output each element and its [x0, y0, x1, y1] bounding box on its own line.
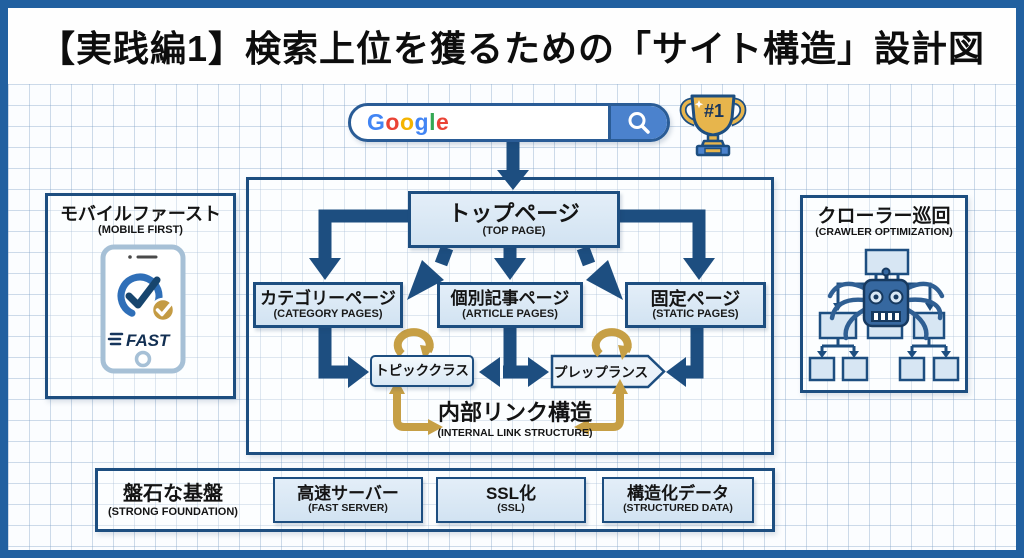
google-letter: o [399, 109, 415, 135]
speed-lines-icon [107, 332, 124, 346]
crawler-subtitle: (CRAWLER OPTIMIZATION) [815, 226, 953, 238]
article-subtitle: (ARTICLE PAGES) [462, 307, 558, 320]
top-page-title: トップページ [448, 200, 580, 226]
fast-screen-label: FAST [126, 331, 171, 350]
static-title: 固定ページ [650, 288, 741, 309]
crawler-tree-illustration [808, 248, 960, 382]
top-page-subtitle: (TOP PAGE) [482, 225, 546, 237]
fast-server-subtitle: (FAST SERVER) [308, 502, 388, 515]
foundation-item-structured-data: 構造化データ (STRUCTURED DATA) [602, 477, 754, 523]
top-page-box: トップページ (TOP PAGE) [408, 191, 620, 248]
google-letter: o [385, 109, 400, 135]
search-icon [628, 111, 650, 134]
category-pages-box: カテゴリーページ (CATEGORY PAGES) [253, 282, 403, 328]
structured-data-title: 構造化データ [627, 484, 729, 504]
mobile-first-title: モバイルファースト [59, 204, 222, 224]
smartphone-icon: FAST [100, 244, 186, 374]
check-badge-icon [150, 297, 176, 323]
prep-balance-label: プレップランス [553, 365, 649, 380]
ssl-subtitle: (SSL) [497, 502, 525, 515]
category-title: カテゴリーページ [260, 289, 396, 309]
home-button-icon [134, 350, 152, 368]
google-logo: Google [351, 109, 449, 136]
topic-cluster-label: トピッククラス [375, 362, 469, 378]
foundation-subtitle: (STRONG FOUNDATION) [108, 506, 238, 518]
mobile-first-heading: モバイルファースト (MOBILE FIRST) [48, 200, 233, 236]
topic-cluster-box: トピッククラス [370, 355, 474, 387]
mobile-first-subtitle: (MOBILE FIRST) [98, 224, 183, 236]
article-title: 個別記事ページ [450, 289, 570, 309]
internal-link-title: 内部リンク構造 [437, 400, 592, 425]
static-pages-box: 固定ページ (STATIC PAGES) [625, 282, 766, 328]
structured-data-subtitle: (STRUCTURED DATA) [623, 502, 733, 515]
internal-link-label: 内部リンク構造 (INTERNAL LINK STRUCTURE) [425, 395, 605, 439]
title-band: 【実践編1】検索上位を獲るための「サイト構造」設計図 [8, 8, 1016, 84]
foundation-item-fast-server: 高速サーバー (FAST SERVER) [273, 477, 423, 523]
crawler-title: クローラー巡回 [817, 206, 951, 227]
search-input[interactable]: Google [348, 103, 670, 142]
fast-server-title: 高速サーバー [297, 484, 399, 504]
internal-link-subtitle: (INTERNAL LINK STRUCTURE) [437, 427, 593, 439]
crawler-heading: クローラー巡回 (CRAWLER OPTIMIZATION) [803, 201, 965, 238]
search-button[interactable] [608, 106, 667, 139]
ssl-title: SSL化 [485, 484, 537, 504]
crawler-robot-icon [827, 267, 945, 341]
static-subtitle: (STATIC PAGES) [652, 308, 739, 321]
google-letter: l [429, 109, 436, 135]
category-subtitle: (CATEGORY PAGES) [273, 307, 383, 320]
trophy-rank-label: #1 [704, 101, 724, 121]
google-letter: G [367, 109, 386, 135]
google-letter: g [414, 109, 430, 135]
article-pages-box: 個別記事ページ (ARTICLE PAGES) [437, 282, 583, 328]
foundation-label: 盤石な基盤 (STRONG FOUNDATION) [97, 477, 249, 518]
prep-balance-box: プレップランス [552, 355, 650, 387]
page-title: 【実践編1】検索上位を獲るための「サイト構造」設計図 [38, 28, 986, 69]
google-letter: e [435, 109, 450, 135]
foundation-title: 盤石な基盤 [123, 483, 223, 505]
trophy-icon: #1 [679, 94, 747, 157]
foundation-item-ssl: SSL化 (SSL) [436, 477, 586, 523]
